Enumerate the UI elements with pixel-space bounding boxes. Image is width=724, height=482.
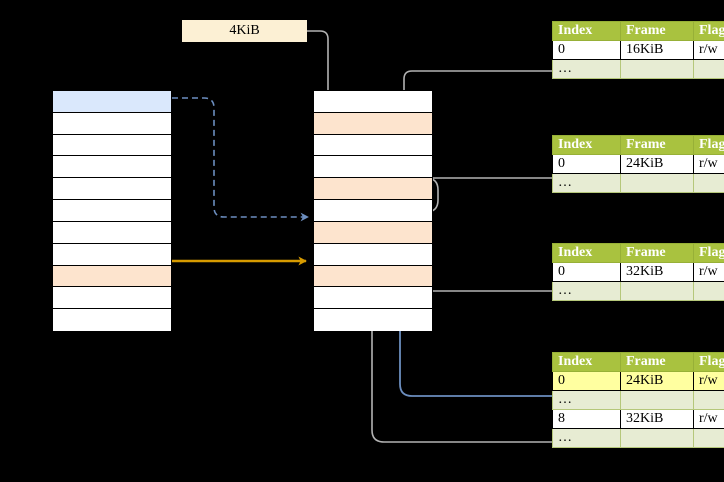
left-memory-row-7 bbox=[53, 243, 171, 266]
column-header-flags: Flags bbox=[693, 243, 724, 263]
cell-flags: r/w bbox=[693, 409, 724, 429]
cell-frame: 32KiB bbox=[620, 262, 694, 282]
middle-memory-row-6 bbox=[314, 221, 432, 244]
left-memory-column bbox=[52, 90, 172, 331]
column-header-index: Index bbox=[552, 135, 621, 155]
cell-frame: 24KiB bbox=[620, 154, 694, 174]
middle-memory-row-0 bbox=[314, 91, 432, 113]
table-row: … bbox=[552, 428, 724, 448]
table-row: … bbox=[552, 173, 724, 193]
table-row: … bbox=[552, 390, 724, 410]
middle-memory-row-1 bbox=[314, 112, 432, 135]
cell-flags bbox=[693, 173, 724, 193]
cell-index: … bbox=[552, 428, 621, 448]
left-memory-row-6 bbox=[53, 221, 171, 244]
column-header-flags: Flags bbox=[693, 352, 724, 372]
table-row: … bbox=[552, 59, 724, 79]
left-memory-row-1 bbox=[53, 112, 171, 135]
cell-flags: r/w bbox=[693, 40, 724, 60]
middle-memory-column bbox=[313, 90, 433, 331]
wire-pagetable4-row8-to-middle-row9 bbox=[371, 266, 552, 443]
cell-frame bbox=[620, 390, 694, 410]
middle-memory-row-9 bbox=[314, 287, 432, 310]
cell-index: 0 bbox=[552, 262, 621, 282]
left-memory-row-3 bbox=[53, 156, 171, 179]
cell-index: 8 bbox=[552, 409, 621, 429]
cell-index: 0 bbox=[552, 154, 621, 174]
middle-memory-row-10 bbox=[314, 309, 432, 331]
page-table-1: IndexFrameFlags016KiBr/w… bbox=[552, 21, 724, 79]
column-header-index: Index bbox=[552, 243, 621, 263]
cell-index: … bbox=[552, 59, 621, 79]
column-header-frame: Frame bbox=[620, 135, 694, 155]
cell-index: 0 bbox=[552, 40, 621, 60]
column-header-flags: Flags bbox=[693, 135, 724, 155]
middle-memory-row-3 bbox=[314, 156, 432, 179]
cell-flags bbox=[693, 59, 724, 79]
column-header-frame: Frame bbox=[620, 352, 694, 372]
middle-memory-row-8 bbox=[314, 265, 432, 288]
left-memory-row-5 bbox=[53, 200, 171, 222]
cell-frame: 16KiB bbox=[620, 40, 694, 60]
cell-index: … bbox=[552, 390, 621, 410]
cell-flags: r/w bbox=[693, 371, 724, 391]
cell-frame bbox=[620, 281, 694, 301]
page-table-header-row: IndexFrameFlags bbox=[552, 135, 724, 155]
column-header-index: Index bbox=[552, 21, 621, 41]
wire-pagetable1-to-middle-row5 bbox=[403, 70, 552, 181]
cell-frame bbox=[620, 173, 694, 193]
cell-flags bbox=[693, 390, 724, 410]
left-memory-row-4 bbox=[53, 178, 171, 201]
middle-memory-row-7 bbox=[314, 243, 432, 266]
left-memory-row-9 bbox=[53, 287, 171, 310]
middle-memory-row-4 bbox=[314, 178, 432, 201]
middle-memory-row-2 bbox=[314, 134, 432, 157]
cell-frame: 32KiB bbox=[620, 409, 694, 429]
table-row: … bbox=[552, 281, 724, 301]
cell-flags: r/w bbox=[693, 154, 724, 174]
page-table-3: IndexFrameFlags032KiBr/w… bbox=[552, 243, 724, 301]
cell-frame: 24KiB bbox=[620, 371, 694, 391]
wire-pagetable2-to-middle-row7 bbox=[417, 177, 552, 222]
column-header-frame: Frame bbox=[620, 21, 694, 41]
page-table-4: IndexFrameFlags024KiBr/w…832KiBr/w… bbox=[552, 352, 724, 448]
page-table-2: IndexFrameFlags024KiBr/w… bbox=[552, 135, 724, 193]
column-header-flags: Flags bbox=[693, 21, 724, 41]
page-table-header-row: IndexFrameFlags bbox=[552, 21, 724, 41]
cell-flags bbox=[693, 428, 724, 448]
size-label: 4KiB bbox=[182, 20, 307, 42]
page-table-header-row: IndexFrameFlags bbox=[552, 243, 724, 263]
size-label-text: 4KiB bbox=[229, 23, 260, 38]
cell-frame bbox=[620, 428, 694, 448]
left-memory-row-8 bbox=[53, 265, 171, 288]
column-header-index: Index bbox=[552, 352, 621, 372]
left-memory-row-2 bbox=[53, 134, 171, 157]
cell-index: … bbox=[552, 281, 621, 301]
page-table-header-row: IndexFrameFlags bbox=[552, 352, 724, 372]
cell-flags: r/w bbox=[693, 262, 724, 282]
cell-frame bbox=[620, 59, 694, 79]
cell-index: … bbox=[552, 173, 621, 193]
left-memory-row-10 bbox=[53, 309, 171, 331]
cell-index: 0 bbox=[552, 371, 621, 391]
cell-flags bbox=[693, 281, 724, 301]
column-header-frame: Frame bbox=[620, 243, 694, 263]
wire-left-row1-to-middle-row7 bbox=[172, 97, 309, 222]
wire-size-label-to-middle-row2 bbox=[268, 30, 335, 116]
left-memory-row-0 bbox=[53, 91, 171, 113]
middle-memory-row-5 bbox=[314, 200, 432, 222]
